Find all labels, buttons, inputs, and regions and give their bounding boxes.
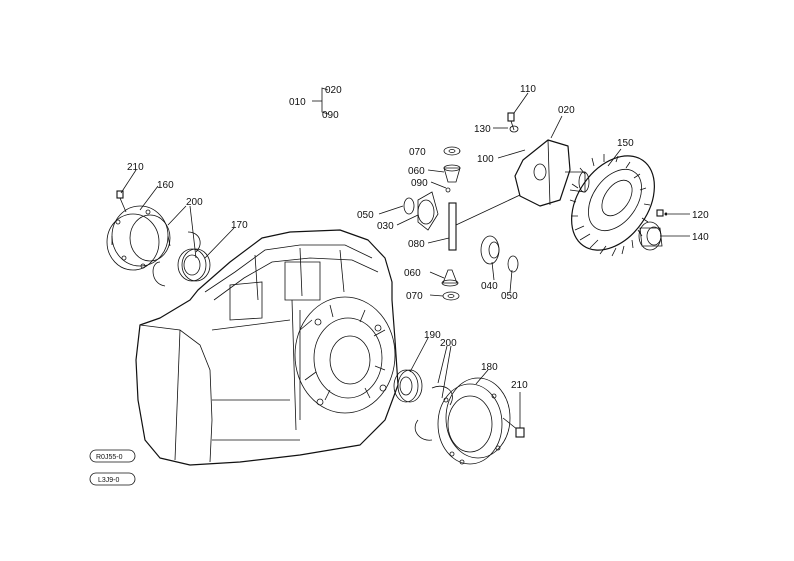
label-150: 150 [617, 138, 634, 149]
stamp-bottom: L3J9-0 [98, 477, 120, 484]
label-160: 160 [157, 180, 174, 191]
label-080: 080 [408, 239, 425, 250]
label-050-left: 050 [357, 210, 374, 221]
label-020-top: 020 [325, 85, 342, 96]
bolt-left [116, 190, 127, 213]
label-090: 090 [411, 178, 428, 189]
label-200-right: 200 [440, 338, 457, 349]
bearing-left [177, 248, 211, 282]
label-180: 180 [481, 362, 498, 373]
label-070-bottom: 070 [406, 291, 423, 302]
label-030: 030 [377, 221, 394, 232]
leader-lines [120, 87, 690, 428]
label-130: 130 [474, 124, 491, 135]
label-090-top: 090 [322, 110, 339, 121]
differential-pinion-set [403, 146, 519, 301]
label-120: 120 [692, 210, 709, 221]
label-060-top: 060 [408, 166, 425, 177]
label-170: 170 [231, 220, 248, 231]
bolt-120 [656, 209, 668, 217]
label-040: 040 [481, 281, 498, 292]
pinion-bearing [638, 221, 663, 251]
part-labels: 010 020 090 110 020 130 100 150 070 060 … [127, 84, 709, 391]
differential-case [514, 139, 590, 207]
bolt-set-110 [507, 112, 519, 133]
label-050-right: 050 [501, 291, 518, 302]
label-190: 190 [424, 330, 441, 341]
label-100: 100 [477, 154, 494, 165]
snap-ring-left [152, 231, 201, 287]
label-140: 140 [692, 232, 709, 243]
label-200-left: 200 [186, 197, 203, 208]
label-060-bottom: 060 [404, 268, 421, 279]
reference-stamps: R0J55-0 L3J9-0 [89, 449, 136, 486]
bolt-right [502, 417, 525, 438]
label-210-left: 210 [127, 162, 144, 173]
bearing-holder-right [437, 377, 511, 465]
snap-ring-right [414, 385, 453, 441]
label-070-top: 070 [409, 147, 426, 158]
transmission-housing [135, 229, 399, 466]
stamp-top: R0J55-0 [96, 454, 123, 461]
label-020: 020 [558, 105, 575, 116]
label-010: 010 [289, 97, 306, 108]
label-110: 110 [520, 84, 536, 95]
label-210-right: 210 [511, 380, 528, 391]
bearing-right [393, 369, 423, 403]
bearing-holder-left [106, 205, 171, 271]
ring-gear [569, 154, 655, 257]
